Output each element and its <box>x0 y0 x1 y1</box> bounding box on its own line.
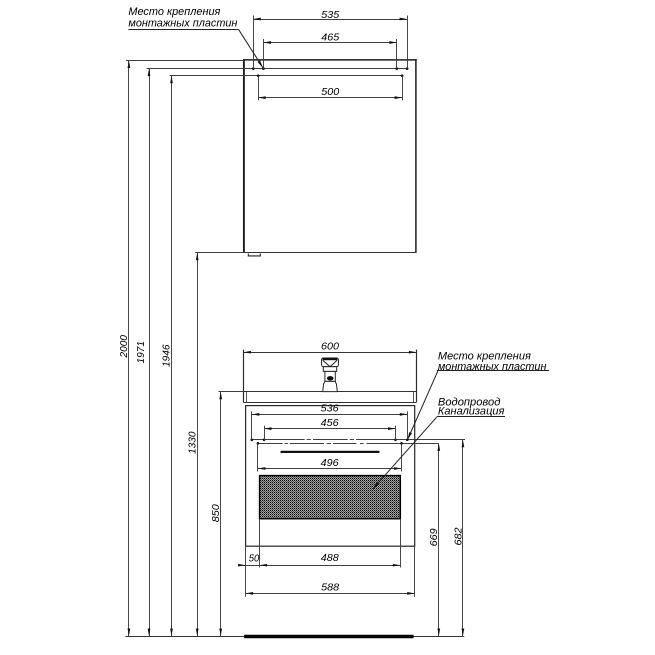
svg-text:монтажных пластин: монтажных пластин <box>438 361 547 373</box>
svg-text:669: 669 <box>428 528 440 546</box>
svg-text:500: 500 <box>321 86 339 98</box>
svg-text:536: 536 <box>321 403 339 415</box>
svg-text:50: 50 <box>249 552 260 564</box>
svg-text:682: 682 <box>452 527 464 545</box>
svg-text:488: 488 <box>321 552 339 564</box>
svg-text:1330: 1330 <box>187 431 199 454</box>
svg-text:Канализация: Канализация <box>438 406 505 418</box>
svg-text:535: 535 <box>321 9 339 21</box>
svg-text:Место крепления: Место крепления <box>128 6 220 18</box>
svg-text:1971: 1971 <box>135 341 147 364</box>
svg-text:496: 496 <box>321 457 339 469</box>
svg-text:Водопровод: Водопровод <box>438 396 501 408</box>
svg-text:Место крепления: Место крепления <box>438 350 531 362</box>
svg-text:монтажных пластин: монтажных пластин <box>128 17 237 29</box>
svg-text:1946: 1946 <box>161 344 173 367</box>
svg-text:465: 465 <box>321 31 339 43</box>
svg-text:456: 456 <box>321 417 339 429</box>
svg-text:2000: 2000 <box>118 335 130 359</box>
svg-text:850: 850 <box>210 504 222 522</box>
svg-text:588: 588 <box>321 581 339 593</box>
svg-text:600: 600 <box>321 340 339 352</box>
